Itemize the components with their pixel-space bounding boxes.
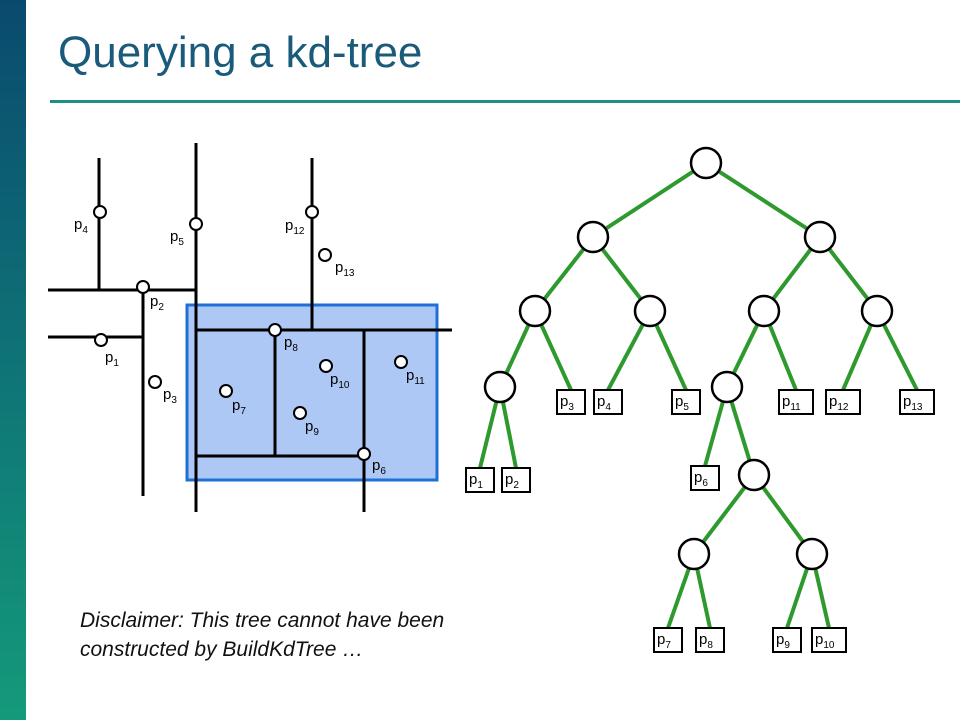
tree-edge-i-k	[752, 473, 814, 556]
side-bar	[0, 0, 26, 720]
point-p8-marker	[268, 323, 282, 337]
slide-title: Querying a kd-tree	[58, 28, 423, 77]
point-p10-marker	[319, 359, 333, 373]
point-p1-marker	[94, 333, 108, 347]
tree-leaf-p12-label: p12	[829, 393, 849, 413]
tree-leaf-p8-label: p8	[699, 631, 713, 651]
tree-leaf-p4-label: p4	[597, 393, 611, 413]
point-p9-label: p9	[305, 418, 319, 438]
tree-leaf-p9-label: p9	[776, 631, 790, 651]
point-p13-marker	[318, 248, 332, 262]
tree-node-c	[518, 294, 552, 328]
point-p12-label: p12	[285, 217, 305, 237]
point-p13-label: p13	[335, 259, 355, 279]
tree-leaf-p5	[671, 389, 701, 415]
tree-leaf-p11-label: p11	[782, 393, 801, 413]
tree-leaf-p9	[772, 627, 802, 653]
point-p2-marker	[136, 280, 150, 294]
tree-leaf-p6-label: p6	[694, 469, 708, 489]
tree-leaf-p13-label: p13	[903, 393, 923, 413]
tree-node-h	[710, 370, 744, 404]
point-p9-marker	[293, 406, 307, 420]
tree-leaf-p10-label: p10	[815, 631, 835, 651]
point-p1-label: p1	[105, 349, 119, 369]
point-p12-marker	[305, 205, 319, 219]
tree-node-e	[747, 294, 781, 328]
tree-leaf-p4	[593, 389, 623, 415]
point-p5-label: p5	[170, 228, 184, 248]
tree-leaf-p11	[778, 389, 814, 415]
title-rule	[50, 100, 960, 103]
tree-node-a	[576, 220, 610, 254]
kd-tree: p1 p2 p3 p4 p5 p6 p7 p8 p9 p10 p11 p12 p13	[465, 146, 935, 653]
tree-leaf-p13	[899, 389, 935, 415]
point-p2-label: p2	[150, 293, 164, 313]
tree-node-j	[677, 537, 711, 571]
tree-leaf-p2-label: p2	[505, 471, 519, 491]
point-p8-label: p8	[284, 334, 298, 354]
tree-leaf-p2	[501, 467, 531, 493]
tree-node-d	[633, 294, 667, 328]
point-p6-marker	[357, 447, 371, 461]
tree-node-i	[737, 458, 771, 492]
tree-leaf-p7	[653, 627, 683, 653]
tree-leaf-p5-label: p5	[675, 393, 689, 413]
point-p4-label: p4	[74, 216, 88, 236]
point-p11-label: p11	[406, 367, 425, 387]
point-p4-marker	[93, 205, 107, 219]
point-p3-marker	[148, 375, 162, 389]
point-p10-label: p10	[330, 371, 350, 391]
tree-leaf-p1	[465, 467, 495, 493]
tree-leaf-p3	[556, 389, 586, 415]
tree-node-root	[689, 146, 723, 180]
point-p7-label: p7	[232, 397, 246, 417]
tree-leaf-p1-label: p1	[469, 471, 483, 491]
tree-node-b	[803, 220, 837, 254]
point-p11-marker	[394, 355, 408, 369]
point-p7-marker	[219, 384, 233, 398]
tree-node-k	[795, 537, 829, 571]
tree-leaf-p7-label: p7	[657, 631, 671, 651]
tree-node-g	[483, 370, 517, 404]
tree-edge-root-b	[704, 161, 822, 239]
tree-leaf-p8	[695, 627, 725, 653]
point-p6-label: p6	[372, 457, 386, 477]
tree-leaf-p3-label: p3	[560, 393, 574, 413]
tree-leaf-p12	[825, 389, 861, 415]
point-p3-label: p3	[163, 386, 177, 406]
tree-node-f	[860, 294, 894, 328]
tree-leaf-p6	[690, 465, 720, 491]
tree-leaf-p10	[811, 627, 847, 653]
point-p5-marker	[189, 217, 203, 231]
tree-edge-root-a	[591, 161, 708, 239]
plane-subdivision: p1 p2 p3 p4 p5 p6 p7 p8 p9 p10 p11 p12 p13	[48, 143, 452, 512]
disclaimer-text: Disclaimer: This tree cannot have been c…	[80, 609, 445, 661]
tree-edge-i-j	[692, 473, 756, 556]
